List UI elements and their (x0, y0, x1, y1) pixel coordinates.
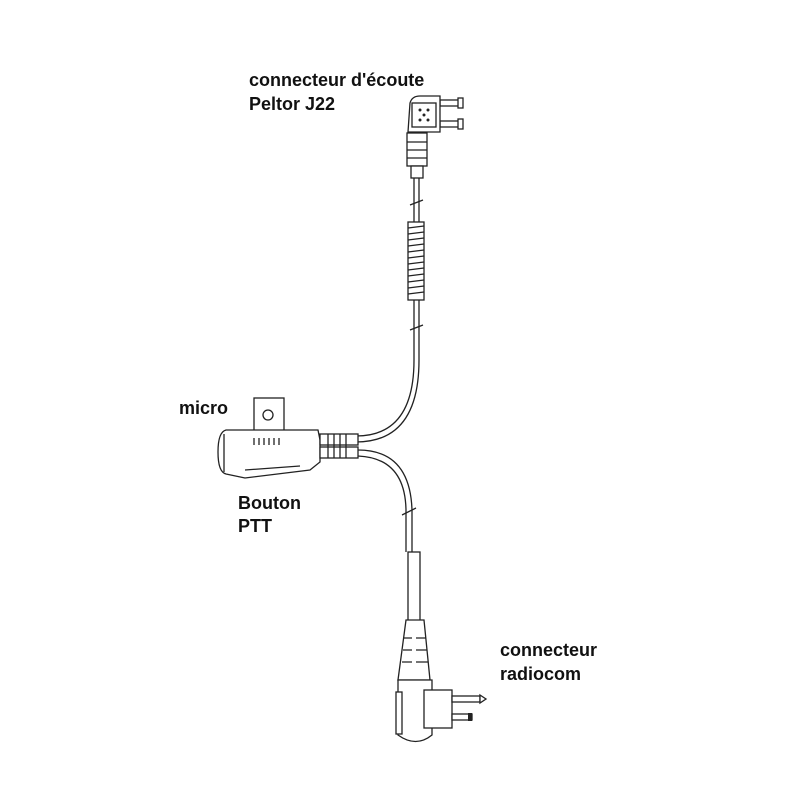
ptt-microphone-unit (217, 397, 359, 479)
earpiece-connector-model: Peltor J22 (249, 94, 336, 114)
radio-connector-label-line2: radiocom (500, 664, 582, 684)
earpiece-connector-label: connecteur d'écoute (249, 70, 425, 90)
radiocom-connector (395, 619, 488, 743)
micro-label: micro (179, 398, 229, 418)
ptt-label-line1: Bouton (238, 493, 301, 513)
ptt-label-line2: PTT (238, 516, 272, 536)
peltor-j22-connector (406, 95, 464, 179)
lower-cable (357, 449, 421, 623)
upper-cable (355, 178, 425, 443)
radio-connector-label-line1: connecteur (500, 640, 598, 660)
